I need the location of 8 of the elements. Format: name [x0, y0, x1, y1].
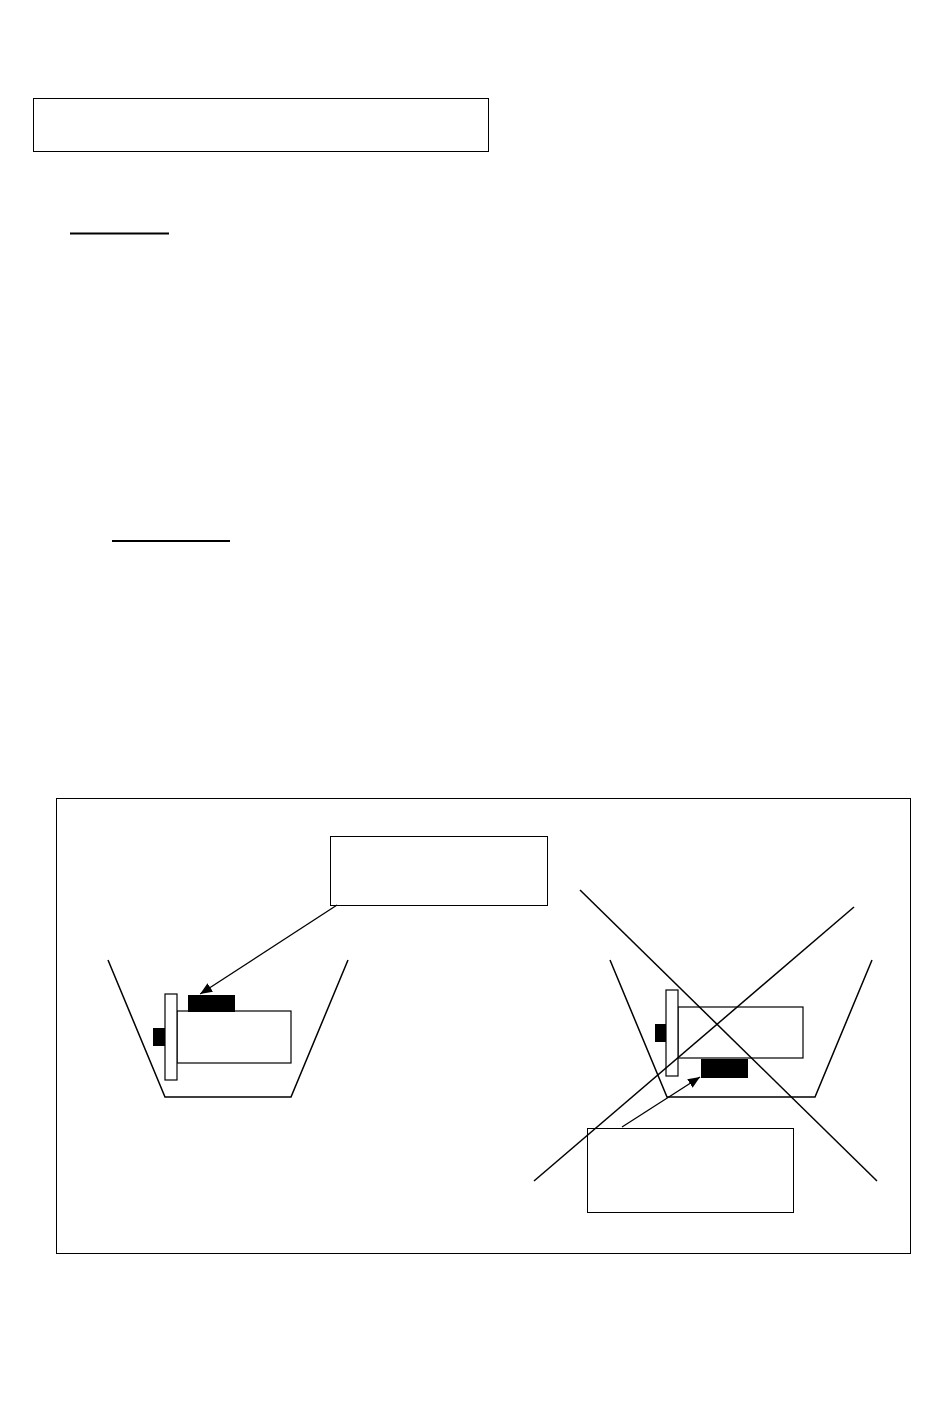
block-part — [701, 1059, 748, 1078]
header-box — [33, 98, 489, 152]
callout-box — [587, 1128, 794, 1213]
callout-box — [330, 836, 548, 906]
block-part — [188, 995, 235, 1012]
leader-arrow — [621, 1076, 701, 1128]
figure-panel — [56, 798, 911, 1254]
leader-arrow — [199, 904, 338, 995]
